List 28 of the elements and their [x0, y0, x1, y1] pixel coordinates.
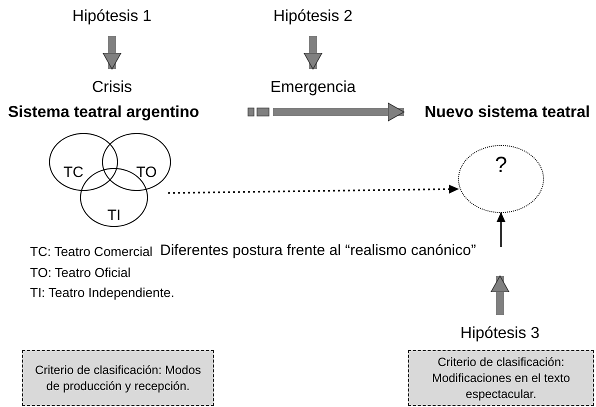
node-label: TI	[107, 207, 121, 224]
legend-note: Diferentes postura frente al “realismo canónico”	[160, 242, 476, 259]
legend-note: TI: Teatro Independiente.	[30, 285, 174, 300]
legend-note: TC: Teatro Comercial	[30, 244, 153, 259]
venn-circle	[102, 133, 171, 191]
dotted-arrow	[168, 184, 458, 194]
node-text: Emergencia	[270, 79, 356, 97]
arrow	[490, 276, 510, 315]
node-label: TC	[64, 164, 84, 180]
criterion-box	[22, 350, 214, 406]
node-text: Hipótesis 2	[273, 8, 353, 26]
legend-note: TO: Teatro Oficial	[30, 265, 131, 280]
node-text: Crisis	[92, 79, 132, 97]
criterion-box	[408, 350, 594, 406]
dotted-circle	[458, 145, 544, 213]
venn-circle	[49, 133, 118, 191]
system-title: Nuevo sistema teatral	[424, 104, 590, 122]
arrow	[273, 102, 404, 122]
node-label: Criterio de clasificación: Modos de producción y recepción.	[34, 362, 202, 394]
system-title: Sistema teatral argentino	[8, 104, 200, 122]
arrow	[496, 212, 506, 247]
node-text: Hipótesis 1	[72, 8, 152, 26]
node-label: Criterio de clasificación: Modificaciones en el texto espectacular.	[430, 354, 572, 402]
node-label: ?	[494, 152, 508, 178]
arrow	[102, 36, 122, 70]
node-label: TO	[136, 164, 157, 180]
arrow	[304, 36, 322, 70]
node-text: Hipótesis 3	[460, 325, 540, 343]
